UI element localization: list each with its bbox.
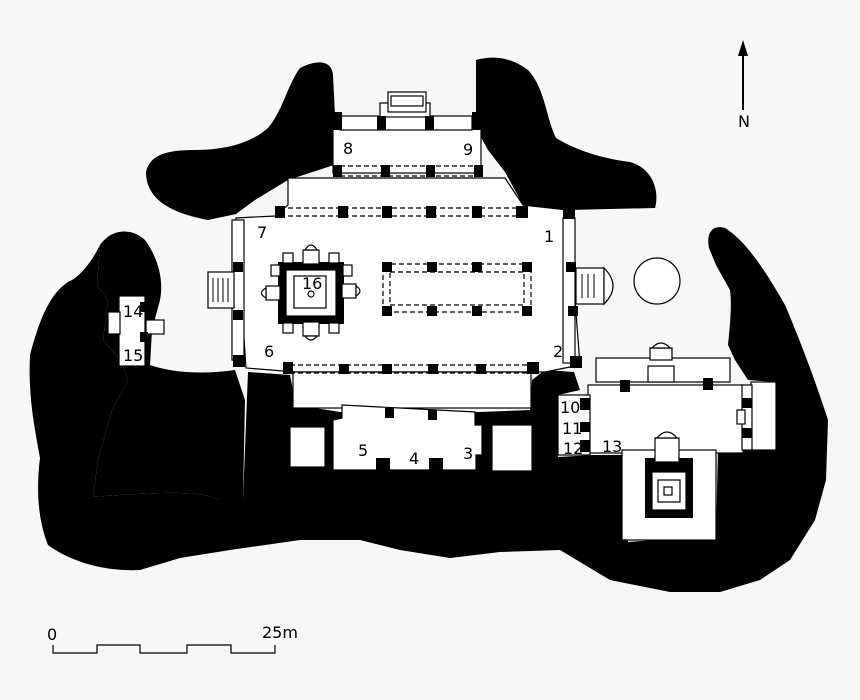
room-label: 14 [123,302,143,321]
north-arrow: N [738,40,750,131]
north-label: N [738,112,750,131]
room-label: 1 [544,227,554,246]
room-numbers: 1 2 3 4 5 6 7 8 9 10 11 12 13 14 15 16 [123,139,622,468]
right-wing [557,342,777,541]
scale-bar: 0 25m [47,623,298,654]
room-label: 9 [463,140,473,159]
room-label: 2 [553,342,563,361]
room-label: 4 [409,449,419,468]
room-label: 3 [463,444,473,463]
room-label: 8 [343,139,353,158]
room-label: 7 [257,223,267,242]
room-label: 15 [123,346,143,365]
room-label: 12 [563,439,583,458]
room-label: 16 [302,274,322,293]
room-label: 13 [602,437,622,456]
scale-start-label: 0 [47,625,57,644]
upper-hall [332,91,483,177]
room-label: 10 [560,398,580,417]
sanctum-shrine [260,244,361,341]
room-label: 11 [562,419,582,438]
room-label: 5 [358,441,368,460]
left-wing [107,295,232,426]
lower-rooms [289,404,533,472]
scale-end-label: 25m [262,623,298,642]
room-label: 6 [264,342,274,361]
